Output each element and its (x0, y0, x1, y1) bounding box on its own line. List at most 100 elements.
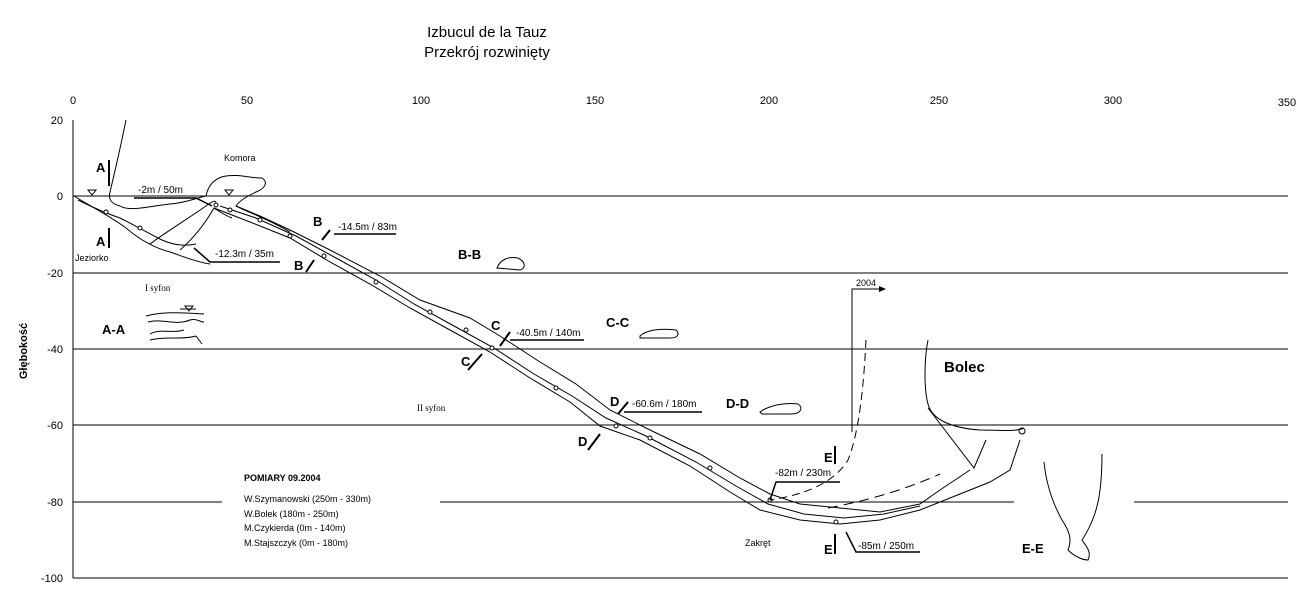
station (427, 309, 433, 315)
plot-area (72, 120, 1288, 579)
section-marker-e-bottom: E (824, 542, 833, 557)
x-tick-350: 350 (1278, 97, 1296, 109)
cave-profile (73, 119, 1026, 525)
jeziorko-label: Jeziorko (75, 253, 109, 263)
y-tick-minus40: -40 (47, 344, 63, 356)
x-tick-150: 150 (586, 95, 604, 107)
depth-label-b: -12.3m / 35m (215, 249, 274, 260)
bolec-shaft-dashed (769, 339, 867, 501)
section-marker-d-bottom: D (578, 434, 587, 449)
x-tick-50: 50 (241, 95, 253, 107)
cross-section-aa-label: A-A (102, 322, 126, 337)
upper-floor-a (73, 195, 211, 265)
depth-label-f: -82m / 230m (775, 468, 831, 479)
cross-section-cc-label: C-C (606, 315, 630, 330)
station (287, 233, 293, 239)
section-markers: A A B B C C D D E E (96, 160, 836, 557)
depth-label-g: -85m / 250m (858, 541, 914, 552)
komora-outline (205, 174, 291, 233)
komora-label: Komora (224, 153, 256, 163)
cross-section-bb-shape (496, 257, 525, 271)
y-tick-labels: 20 0 -20 -40 -60 -80 -100 (41, 115, 63, 585)
bolec-lower-dashed (827, 473, 941, 509)
depth-label-a: -2m / 50m (138, 185, 183, 196)
year-label: 2004 (856, 278, 876, 288)
entrance-shaft-wall (109, 119, 127, 207)
station (227, 207, 233, 213)
cross-section-cc-shape (639, 328, 679, 339)
water-level-icon (223, 189, 235, 196)
station (103, 209, 109, 215)
surveyor-line: M.Czykierda (0m - 140m) (244, 523, 346, 533)
arrow-head-icon (879, 286, 886, 292)
main-passage-inner (219, 205, 921, 519)
bolec-end-icon (1018, 427, 1026, 435)
x-tick-0: 0 (70, 95, 76, 107)
station (373, 279, 379, 285)
depth-label-d: -40.5m / 140m (516, 328, 580, 339)
section-marker-b-bottom: B (294, 258, 303, 273)
y-axis-label: Głębokość (18, 323, 30, 379)
sump1-rise (149, 200, 217, 245)
leader-line (134, 197, 213, 207)
station (489, 345, 495, 351)
syfon1-label: I syfon (145, 283, 171, 293)
x-tick-100: 100 (412, 95, 430, 107)
surveyor-line: M.Stajszczyk (0m - 180m) (244, 538, 348, 548)
bolec-wall (924, 339, 1025, 431)
syfon2-label: II syfon (417, 403, 446, 413)
cut-line (305, 259, 315, 273)
x-tick-200: 200 (760, 95, 778, 107)
depth-labels: -2m / 50m -12.3m / 35m -14.5m / 83m -40.… (134, 185, 920, 553)
main-passage-roof (235, 205, 971, 513)
cross-section-ee-label: E-E (1022, 541, 1044, 556)
cut-line (617, 401, 629, 415)
y-tick-minus20: -20 (47, 268, 63, 280)
x-tick-300: 300 (1104, 95, 1122, 107)
station (707, 465, 713, 471)
section-marker-e-top: E (824, 450, 833, 465)
station (463, 327, 469, 333)
surveyor-line: W.Szymanowski (250m - 330m) (244, 494, 371, 504)
section-marker-b-top: B (313, 214, 322, 229)
main-passage-floor (213, 207, 1021, 525)
bolec-connector (927, 407, 987, 469)
station (833, 519, 839, 525)
section-marker-a-bottom: A (96, 234, 106, 249)
x-tick-250: 250 (930, 95, 948, 107)
y-tick-minus100: -100 (41, 573, 63, 585)
water-level-icon (86, 189, 98, 196)
station (257, 217, 263, 223)
depth-label-c: -14.5m / 83m (338, 222, 397, 233)
surveyor-line: W.Bolek (180m - 250m) (244, 509, 339, 519)
title: Izbucul de la Tauz (427, 24, 547, 41)
bolec-label: Bolec (944, 359, 985, 376)
cross-section-bb-label: B-B (458, 247, 481, 262)
station (137, 225, 143, 231)
depth-label-e: -60.6m / 180m (632, 399, 696, 410)
cut-line (467, 353, 483, 371)
cut-line (321, 229, 331, 241)
y-tick-20: 20 (51, 115, 63, 127)
cross-section-ee-shape (1043, 453, 1103, 561)
cross-sections: A-A B-B C-C D-D E-E (102, 247, 1103, 561)
upper-floor-b (77, 199, 197, 246)
section-marker-a-top: A (96, 160, 106, 175)
y-tick-minus60: -60 (47, 420, 63, 432)
cut-line (499, 331, 511, 347)
survey-credits: POMIARY 09.2004 W.Szymanowski (250m - 33… (244, 473, 371, 548)
station (553, 385, 559, 391)
station (647, 435, 653, 441)
leader-line (845, 531, 920, 553)
cross-section-dd-label: D-D (726, 396, 749, 411)
y-tick-minus80: -80 (47, 497, 63, 509)
cross-section-aa-shape (145, 305, 205, 345)
place-labels: Komora Jeziorko I syfon II syfon Zakręt … (75, 153, 985, 548)
survey-heading: POMIARY 09.2004 (244, 473, 321, 483)
x-tick-labels: 0 50 100 150 200 250 300 350 (70, 95, 1296, 109)
leader-line (193, 247, 280, 263)
section-marker-c-top: C (491, 318, 501, 333)
cut-line (587, 433, 601, 451)
sump1-tube (179, 207, 233, 251)
